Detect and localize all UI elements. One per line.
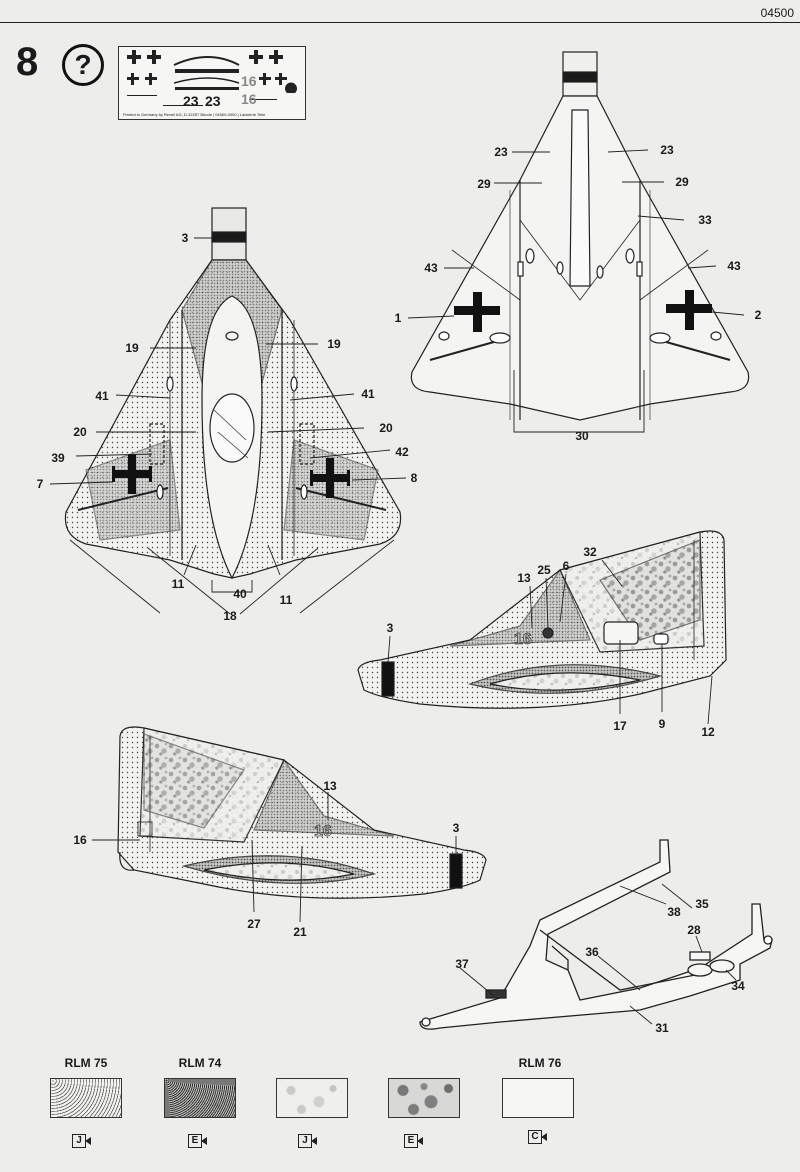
swatch-rlm-75 [50,1078,122,1118]
decal-sheet: 23 23 16 16 Printed in Germany by Revell… [118,46,306,120]
swatch-mottle-dark [388,1078,460,1118]
paint-legend-label: RLM 75 [64,1056,108,1070]
callout-label: 41 [361,387,375,401]
decal-sheet-footer: Printed in Germany by Revell AG, D-32257… [123,112,266,117]
canopy [209,393,255,463]
callout-label: 39 [51,451,65,465]
paint-code-icon: E [188,1134,210,1148]
callout-label: 19 [125,341,139,355]
right-side-fuselage-number: 16 [514,631,532,648]
trolley-leaders [459,883,737,1025]
callout-label: 33 [698,213,712,227]
callout-label: 41 [95,389,109,403]
callout-label: 19 [327,337,341,351]
decal-number-16: 16 [241,91,257,107]
balkenkreuz-icon [269,50,283,64]
swatch-rlm-74 [164,1078,236,1118]
callout-label: 2 [754,308,762,322]
top-balkenkreuz-left [112,454,152,494]
callout-label: 43 [727,259,741,273]
callout-label: 30 [575,429,589,443]
balkenkreuz-icon [127,73,139,85]
paint-legend-label: RLM 74 [178,1056,222,1070]
top-balkenkreuz-right [310,458,350,498]
callout-label: 37 [455,957,469,971]
callout-label: 16 [73,833,87,847]
callout-label: 13 [323,779,337,793]
right-fuselage-band [381,661,395,697]
callout-label: 28 [687,923,701,937]
help-icon: ? [62,44,104,86]
callout-label: 3 [452,821,460,835]
decal-number-23: 23 [183,93,199,109]
left-side-fuselage-number: 16 [314,823,332,840]
left-side-leaders [92,792,457,923]
callout-label: 31 [655,1021,669,1035]
paint-code-icon: J [72,1134,94,1148]
callout-label: 20 [379,421,393,435]
callout-label: 3 [386,621,394,635]
balkenkreuz-icon [275,73,287,85]
callout-label: 21 [293,925,307,939]
callout-label: 23 [494,145,508,159]
callout-label: 29 [477,177,491,191]
decal-sheet-art [127,50,297,106]
callout-label: 7 [36,477,44,491]
callout-label: 11 [279,593,293,607]
callout-label: 11 [171,577,185,591]
callout-label: 43 [424,261,438,275]
callout-label: 17 [613,719,627,733]
callout-label: 18 [223,609,237,623]
callout-label: 8 [410,471,418,485]
left-side-view [117,726,487,899]
bottom-balkenkreuz-left [454,292,500,332]
callout-label: 6 [562,559,570,573]
left-fuselage-band [449,853,463,889]
callout-label: 9 [658,717,666,731]
callout-label: 29 [675,175,689,189]
callout-label: 20 [73,425,87,439]
bottom-fuselage-band [562,71,598,83]
top-view-leaders [49,237,407,615]
callout-label: 42 [395,445,409,459]
right-side-leaders [387,559,713,725]
bottom-view-aircraft [410,51,750,421]
transport-trolley [419,839,773,1030]
callout-label: 32 [583,545,597,559]
balkenkreuz-icon [145,73,157,85]
callout-label: 27 [247,917,261,931]
balkenkreuz-icon [259,73,271,85]
callout-label: 3 [181,231,189,245]
callout-label: 34 [731,979,745,993]
right-side-view [357,530,727,709]
step-number: 8 [16,40,39,84]
kit-code: 04500 [760,6,794,20]
callout-label: 13 [517,571,531,585]
paint-code-icon: J [298,1134,320,1148]
decal-number-23: 23 [205,93,221,109]
paint-code-icon: E [404,1134,426,1148]
callout-label: 1 [394,311,402,325]
bottom-view-leaders [407,149,745,433]
swatch-mottle-light [276,1078,348,1118]
top-fuselage-band [211,231,247,243]
callout-label: 23 [660,143,674,157]
callout-label: 40 [233,587,247,601]
callout-label: 36 [585,945,599,959]
balkenkreuz-icon [147,50,161,64]
paint-legend-label: RLM 76 [518,1056,562,1070]
paint-code-icon: C [528,1130,550,1144]
callout-label: 38 [667,905,681,919]
swatch-rlm-76 [502,1078,574,1118]
callout-label: 25 [537,563,551,577]
balkenkreuz-icon [127,50,141,64]
callout-label: 35 [695,897,709,911]
callout-label: 12 [701,725,715,739]
balkenkreuz-icon [249,50,263,64]
header-rule [0,22,800,23]
bottom-balkenkreuz-right [666,290,712,330]
top-view-aircraft [64,207,402,580]
decal-number-16: 16 [241,73,257,89]
